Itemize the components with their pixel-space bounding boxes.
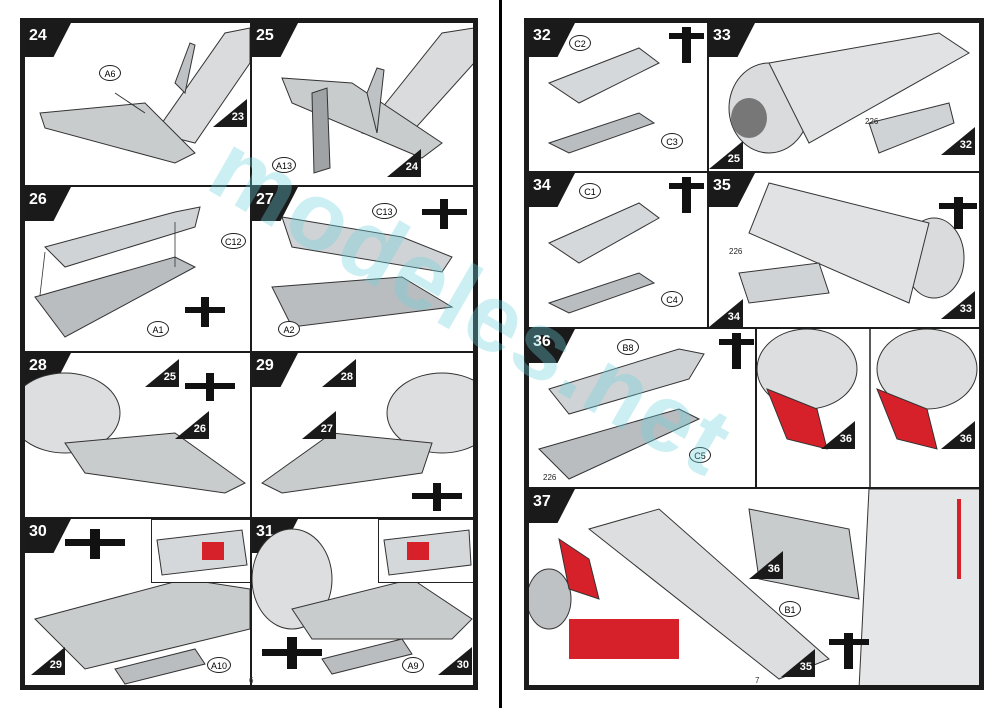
left-page: 24 A6 23 25 A13 24 26 C12 A1 (20, 18, 478, 690)
step-31: 31 A9 30 (250, 517, 475, 687)
fuselage-wing-fold-illustration (529, 489, 979, 685)
part-callout: C13 (372, 203, 397, 219)
fuselage-cowl-illustration (738, 182, 977, 304)
step-30: 30 A10 29 (23, 517, 252, 687)
dimension-label: 226 (543, 473, 557, 482)
flap-illustration (252, 528, 473, 675)
step-34: 34 C1 C4 (527, 171, 709, 329)
part-callout: C2 (569, 35, 591, 51)
step-35: 35 226 34 33 (707, 171, 981, 329)
part-callout: A13 (272, 157, 297, 173)
flap-illustration (34, 529, 250, 685)
wing-assembly-illustration (271, 199, 467, 328)
detail-inset (151, 519, 250, 583)
step-36: 36 B8 C5 226 (527, 327, 757, 489)
step-number: 29 (252, 353, 298, 387)
part-callout: B8 (617, 339, 639, 355)
part-callout: A1 (147, 321, 169, 337)
part-callout: B1 (779, 601, 801, 617)
step-33: 33 226 25 32 (707, 21, 981, 173)
part-callout: C3 (661, 133, 683, 149)
wing-assembly-illustration (34, 206, 225, 338)
tail-plane-illustration (39, 27, 250, 164)
step-36-detail: 36 36 (755, 327, 981, 489)
part-callout: A2 (278, 321, 300, 337)
wing-fit-illustration (261, 372, 473, 511)
part-callout: C1 (579, 183, 601, 199)
fuselage-cowl-illustration (728, 32, 970, 154)
step-27: 27 C13 A2 (250, 185, 475, 353)
cowl-panel-illustration (547, 27, 704, 154)
part-callout: A10 (207, 657, 232, 673)
step-29: 29 28 27 (250, 351, 475, 519)
detail-inset (378, 519, 473, 583)
right-page: 32 C2 C3 33 226 25 32 34 C1 C4 35 (524, 18, 984, 690)
dimension-label: 226 (729, 247, 743, 256)
part-callout: A6 (99, 65, 121, 81)
cowl-panel-illustration (547, 177, 704, 314)
step-24: 24 A6 23 (23, 21, 252, 187)
step-37: 37 B1 36 35 (527, 487, 981, 687)
wing-panel-illustration (538, 333, 754, 480)
tail-fin-illustration (281, 27, 473, 174)
page-gutter (499, 0, 502, 708)
step-26: 26 C12 A1 (23, 185, 252, 353)
page-number: 6 (249, 676, 254, 685)
part-callout: C5 (689, 447, 711, 463)
wing-fold-detail-illustration (757, 329, 978, 487)
step-28: 28 25 26 (23, 351, 252, 519)
dimension-label: 226 (865, 117, 879, 126)
wing-fit-illustration (25, 372, 246, 494)
page-number: 7 (755, 676, 760, 685)
step-32: 32 C2 C3 (527, 21, 709, 173)
part-callout: A9 (402, 657, 424, 673)
part-callout: C12 (221, 233, 246, 249)
step-25: 25 A13 24 (250, 21, 475, 187)
part-callout: C4 (661, 291, 683, 307)
